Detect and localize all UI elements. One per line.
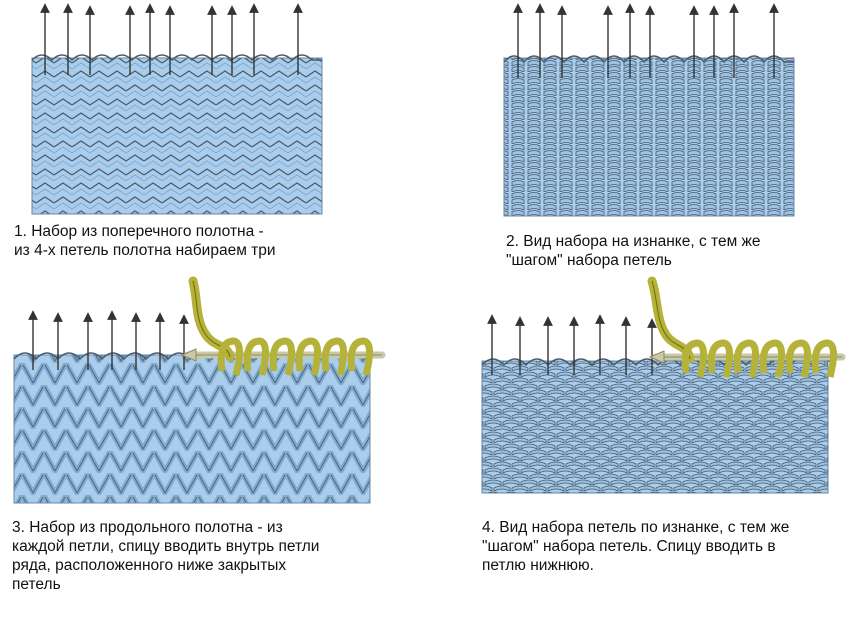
caption-3-line-2: каждой петли, спицу вводить внутрь петли bbox=[12, 538, 320, 555]
caption-4-line-2: "шагом" набора петель. Спицу вводить в bbox=[482, 538, 776, 555]
figure-4-purl-side-longitudinal bbox=[481, 276, 846, 494]
fabric-body bbox=[31, 57, 323, 215]
figure-2-purl-side bbox=[503, 3, 795, 217]
panel-2: 2. Вид набора на изнанке, с тем же "шаго… bbox=[430, 0, 859, 270]
caption-1-line-2: из 4-х петель полотна набираем три bbox=[14, 242, 276, 259]
fabric-body bbox=[13, 354, 371, 504]
caption-3: 3. Набор из продольного полотна - из каж… bbox=[12, 518, 319, 594]
caption-4: 4. Вид набора петель по изнанке, с тем ж… bbox=[482, 518, 789, 575]
caption-4-line-3: петлю нижнюю. bbox=[482, 557, 594, 574]
fabric-body bbox=[503, 57, 795, 217]
yarn-loops bbox=[681, 339, 837, 378]
yarn-loops bbox=[217, 337, 373, 376]
caption-1: 1. Набор из поперечного полотна - из 4-х… bbox=[14, 222, 276, 260]
yarn-strand bbox=[647, 276, 695, 364]
arrow-group bbox=[487, 314, 657, 375]
caption-3-line-4: петель bbox=[12, 576, 61, 593]
figure-3-longitudinal-fabric bbox=[13, 276, 386, 504]
caption-2-line-1: 2. Вид набора на изнанке, с тем же bbox=[506, 233, 761, 250]
figure-1-horizontal-fabric bbox=[31, 3, 323, 215]
cast-on-edge bbox=[31, 54, 322, 61]
caption-2: 2. Вид набора на изнанке, с тем же "шаго… bbox=[506, 232, 761, 270]
caption-3-line-1: 3. Набор из продольного полотна - из bbox=[12, 519, 283, 536]
panel-4: 4. Вид набора петель по изнанке, с тем ж… bbox=[430, 275, 859, 632]
needle-tip bbox=[648, 350, 665, 364]
arrow-group bbox=[513, 3, 779, 78]
caption-4-line-1: 4. Вид набора петель по изнанке, с тем ж… bbox=[482, 519, 790, 536]
cast-on-edge bbox=[503, 55, 794, 64]
arrow-group bbox=[28, 310, 189, 370]
needle-tip bbox=[180, 348, 197, 362]
caption-3-line-3: ряда, расположенного ниже закрытых bbox=[12, 557, 287, 574]
arrow-group bbox=[40, 3, 303, 75]
caption-1-line-1: 1. Набор из поперечного полотна - bbox=[14, 223, 264, 240]
panel-1: 1. Набор из поперечного полотна - из 4-х… bbox=[0, 0, 430, 270]
fabric-body bbox=[481, 360, 829, 494]
caption-2-line-2: "шагом" набора петель bbox=[506, 252, 672, 269]
panel-3: 3. Набор из продольного полотна - из каж… bbox=[0, 275, 430, 632]
